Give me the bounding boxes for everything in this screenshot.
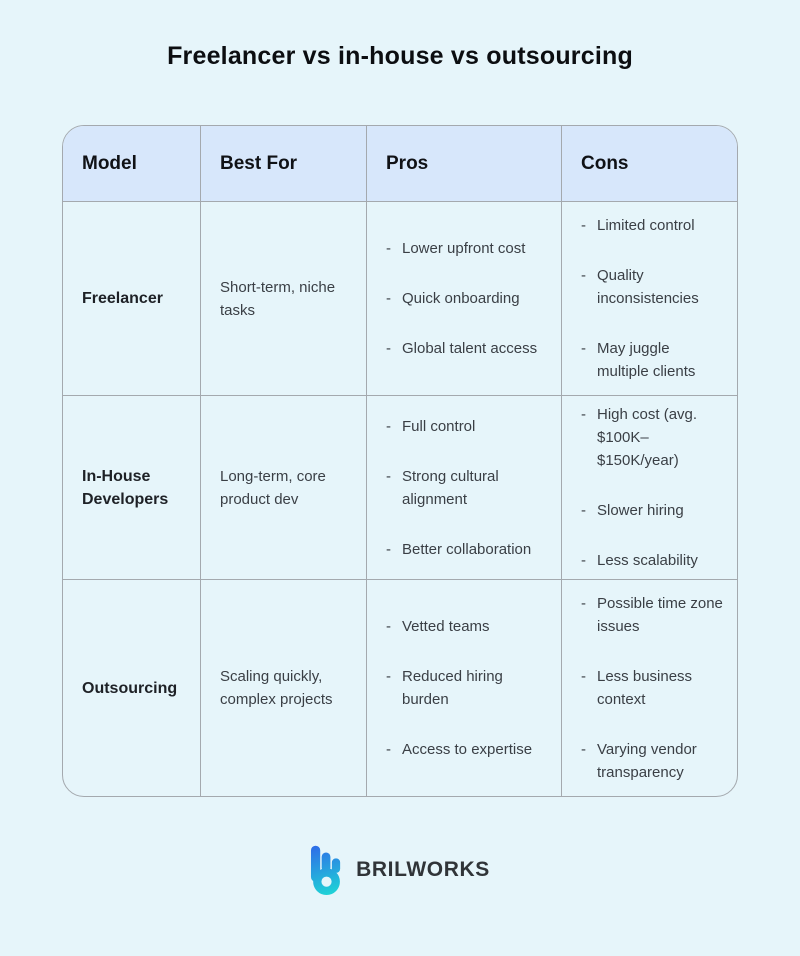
list-item: -May juggle multiple clients	[581, 337, 725, 383]
bullet-dash: -	[386, 417, 391, 435]
best-for-cell: Short-term, niche tasks	[200, 201, 366, 395]
list-item: -Less business context	[581, 665, 725, 711]
best-for-cell: Scaling quickly, complex projects	[200, 579, 366, 796]
bullet-dash: -	[581, 267, 586, 284]
cons-cell: -High cost (avg. $100K–$150K/year) -Slow…	[561, 395, 737, 579]
bullet-dash: -	[386, 668, 391, 685]
pros-cell: -Vetted teams -Reduced hiring burden -Ac…	[366, 579, 561, 796]
model-cell-outsourcing: Outsourcing	[63, 579, 200, 796]
column-header-pros: Pros	[366, 126, 561, 201]
best-for-text: Scaling quickly, complex projects	[220, 668, 333, 708]
pros-list: -Vetted teams -Reduced hiring burden -Ac…	[386, 615, 547, 761]
list-item: -Global talent access	[386, 337, 547, 360]
cons-list: -Limited control -Quality inconsistencie…	[581, 214, 725, 383]
list-item: -Limited control	[581, 214, 725, 237]
bullet-dash: -	[581, 668, 586, 685]
column-header-model: Model	[63, 126, 200, 201]
bullet-dash: -	[581, 340, 586, 357]
best-for-text: Short-term, niche tasks	[220, 278, 336, 319]
bullet-dash: -	[386, 290, 391, 307]
pros-list: -Lower upfront cost -Quick onboarding -G…	[386, 237, 547, 360]
column-header-cons: Cons	[561, 126, 737, 201]
brilworks-logo-icon	[310, 844, 345, 896]
bullet-dash: -	[386, 340, 391, 357]
list-item: -Access to expertise	[386, 738, 547, 761]
list-item: -Quality inconsistencies	[581, 264, 725, 310]
bullet-dash: -	[386, 240, 391, 257]
comparison-table: Model Best For Pros Cons Freelancer Shor…	[62, 125, 738, 797]
pros-cell: -Full control -Strong cultural alignment…	[366, 395, 561, 579]
list-item: -Strong cultural alignment	[386, 465, 547, 511]
list-item: -Quick onboarding	[386, 287, 547, 310]
list-item: -Vetted teams	[386, 615, 547, 638]
model-cell-in-house: In-House Developers	[63, 395, 200, 579]
bullet-dash: -	[581, 595, 586, 612]
list-item: -Less scalability	[581, 549, 725, 572]
cons-list: -Possible time zone issues -Less busines…	[581, 592, 725, 784]
bullet-dash: -	[581, 217, 586, 234]
bullet-dash: -	[386, 741, 391, 758]
best-for-text: Long-term, core product dev	[220, 467, 326, 508]
column-header-best-for: Best For	[200, 126, 366, 201]
list-item: -Varying vendor transparency	[581, 738, 725, 784]
pros-list: -Full control -Strong cultural alignment…	[386, 415, 547, 561]
bullet-dash: -	[581, 406, 586, 423]
cons-cell: -Possible time zone issues -Less busines…	[561, 579, 737, 796]
list-item: -Possible time zone issues	[581, 592, 725, 638]
bullet-dash: -	[386, 467, 391, 485]
pros-cell: -Lower upfront cost -Quick onboarding -G…	[366, 201, 561, 395]
bullet-dash: -	[386, 540, 391, 558]
cons-cell: -Limited control -Quality inconsistencie…	[561, 201, 737, 395]
bullet-dash: -	[581, 502, 586, 519]
cons-list: -High cost (avg. $100K–$150K/year) -Slow…	[581, 403, 725, 572]
brand-name: BRILWORKS	[356, 858, 490, 881]
list-item: -Reduced hiring burden	[386, 665, 547, 711]
list-item: -Lower upfront cost	[386, 237, 547, 260]
page-title: Freelancer vs in-house vs outsourcing	[167, 42, 633, 70]
list-item: -Full control	[386, 415, 547, 438]
best-for-cell: Long-term, core product dev	[200, 395, 366, 579]
bullet-dash: -	[581, 552, 586, 569]
bullet-dash: -	[386, 618, 391, 635]
brand-footer: BRILWORKS	[0, 844, 800, 896]
list-item: -Better collaboration	[386, 538, 547, 561]
bullet-dash: -	[581, 741, 586, 758]
list-item: -Slower hiring	[581, 499, 725, 522]
model-cell-freelancer: Freelancer	[63, 201, 200, 395]
list-item: -High cost (avg. $100K–$150K/year)	[581, 403, 725, 472]
